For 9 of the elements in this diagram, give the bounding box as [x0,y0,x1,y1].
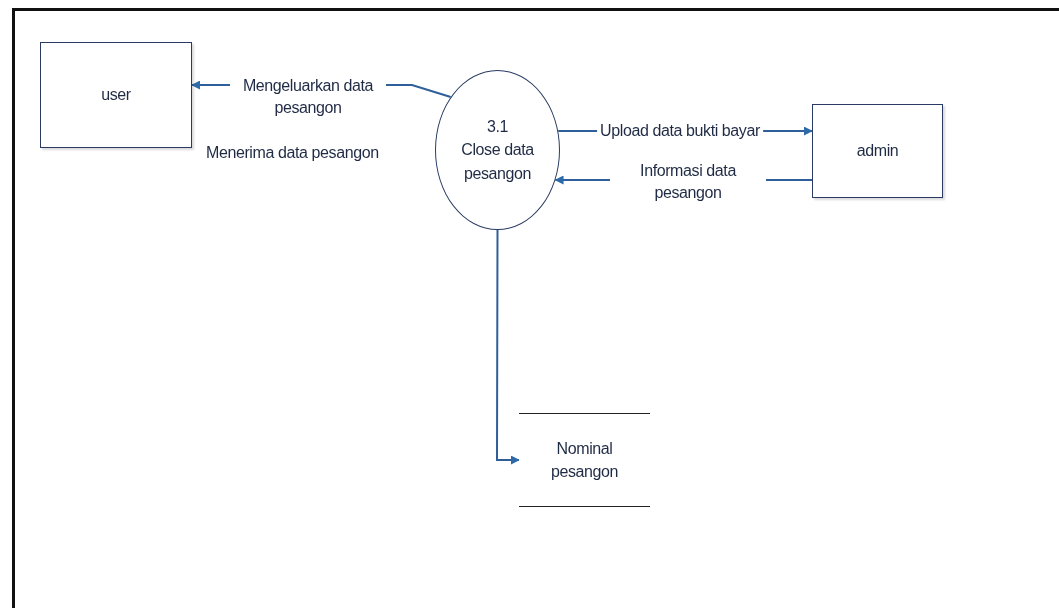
node-label: Nominal pesangon [549,438,620,482]
node-label: Close data pesangon [460,140,535,184]
node-label: 3.1 [486,117,508,138]
node-label: user [101,85,131,106]
flow-arrow [496,229,520,465]
external-entity-box [40,42,192,148]
flow-note: Menerima data pesangon [206,144,379,162]
node-label: admin [856,141,899,162]
external-entity-box [812,104,943,198]
